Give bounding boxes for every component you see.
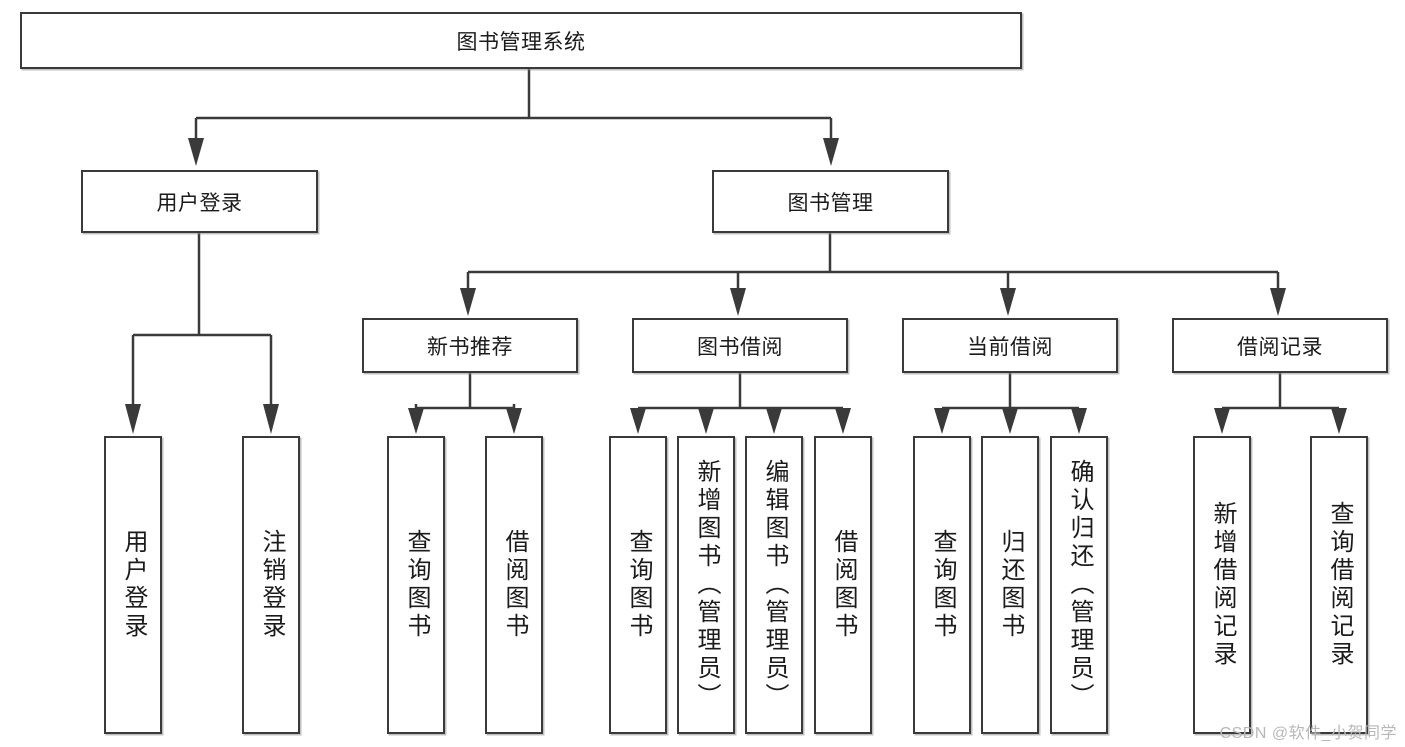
arrowhead-leaf-query-book-1	[408, 408, 424, 434]
node-borrow-record-label: 借阅记录	[1237, 335, 1323, 359]
node-current-borrow[interactable]: 当前借阅	[902, 318, 1118, 373]
node-book-borrow-label: 图书借阅	[697, 335, 783, 359]
arrowhead-leaf-borrow-book-1	[506, 408, 522, 434]
arrowhead-user-login	[188, 138, 204, 166]
arrowhead-leaf-confirm-return	[1071, 408, 1087, 434]
arrowhead-current-borrow	[1000, 288, 1016, 316]
node-leaf-add-book-label: 新增图书（管理员）	[693, 459, 720, 711]
arrowhead-new-book-rec	[460, 288, 476, 316]
arrowhead-leaf-query-record	[1331, 408, 1347, 434]
arrowhead-leaf-borrow-book-2	[835, 408, 851, 434]
arrowhead-leaf-query-book-2	[630, 408, 646, 434]
node-leaf-query-book-1[interactable]: 查询图书	[387, 436, 445, 734]
node-new-book-rec-label: 新书推荐	[427, 335, 513, 359]
arrowhead-leaf-query-book-3	[934, 408, 950, 434]
node-leaf-query-record[interactable]: 查询借阅记录	[1310, 436, 1368, 734]
watermark-text: CSDN @软件_小贺同学	[1219, 725, 1397, 742]
arrowhead-leaf-user-login	[125, 404, 141, 434]
arrowhead-leaf-add-book	[698, 408, 714, 434]
arrowhead-leaf-add-record	[1214, 408, 1230, 434]
node-leaf-logout-label: 注销登录	[258, 529, 285, 641]
node-user-login-label: 用户登录	[156, 191, 243, 215]
node-leaf-edit-book-label: 编辑图书（管理员）	[761, 459, 788, 711]
arrowhead-leaf-edit-book	[766, 408, 782, 434]
node-book-borrow[interactable]: 图书借阅	[632, 318, 848, 373]
node-borrow-record[interactable]: 借阅记录	[1172, 318, 1388, 373]
node-leaf-query-book-2[interactable]: 查询图书	[609, 436, 667, 734]
node-user-login[interactable]: 用户登录	[81, 170, 318, 233]
node-leaf-user-login-label: 用户登录	[120, 529, 147, 641]
node-current-borrow-label: 当前借阅	[967, 335, 1053, 359]
node-leaf-borrow-book-2[interactable]: 借阅图书	[814, 436, 872, 734]
node-leaf-query-record-label: 查询借阅记录	[1326, 501, 1353, 669]
node-leaf-user-login[interactable]: 用户登录	[104, 436, 162, 734]
arrowhead-borrow-record	[1270, 288, 1286, 316]
node-leaf-edit-book[interactable]: 编辑图书（管理员）	[745, 436, 803, 734]
node-new-book-rec[interactable]: 新书推荐	[362, 318, 578, 373]
node-root-label: 图书管理系统	[456, 30, 586, 54]
node-leaf-borrow-book-1[interactable]: 借阅图书	[485, 436, 543, 734]
node-leaf-return-book-label: 归还图书	[997, 529, 1024, 641]
node-leaf-add-record-label: 新增借阅记录	[1209, 501, 1236, 669]
node-leaf-query-book-3-label: 查询图书	[929, 529, 956, 641]
arrowhead-book-manage	[823, 138, 839, 166]
node-leaf-confirm-return-label: 确认归还（管理员）	[1066, 459, 1093, 711]
node-leaf-query-book-1-label: 查询图书	[403, 529, 430, 641]
node-leaf-add-record[interactable]: 新增借阅记录	[1193, 436, 1251, 734]
node-leaf-add-book[interactable]: 新增图书（管理员）	[677, 436, 735, 734]
node-leaf-query-book-2-label: 查询图书	[625, 529, 652, 641]
node-leaf-borrow-book-1-label: 借阅图书	[501, 529, 528, 641]
node-leaf-query-book-3[interactable]: 查询图书	[913, 436, 971, 734]
node-book-manage[interactable]: 图书管理	[712, 170, 949, 233]
arrowhead-leaf-return-book	[1002, 408, 1018, 434]
node-leaf-confirm-return[interactable]: 确认归还（管理员）	[1050, 436, 1108, 734]
arrowhead-leaf-logout	[263, 404, 279, 434]
node-book-manage-label: 图书管理	[787, 191, 874, 215]
node-leaf-borrow-book-2-label: 借阅图书	[830, 529, 857, 641]
arrowhead-book-borrow	[730, 288, 746, 316]
node-leaf-logout[interactable]: 注销登录	[242, 436, 300, 734]
node-root[interactable]: 图书管理系统	[20, 12, 1022, 69]
node-leaf-return-book[interactable]: 归还图书	[981, 436, 1039, 734]
